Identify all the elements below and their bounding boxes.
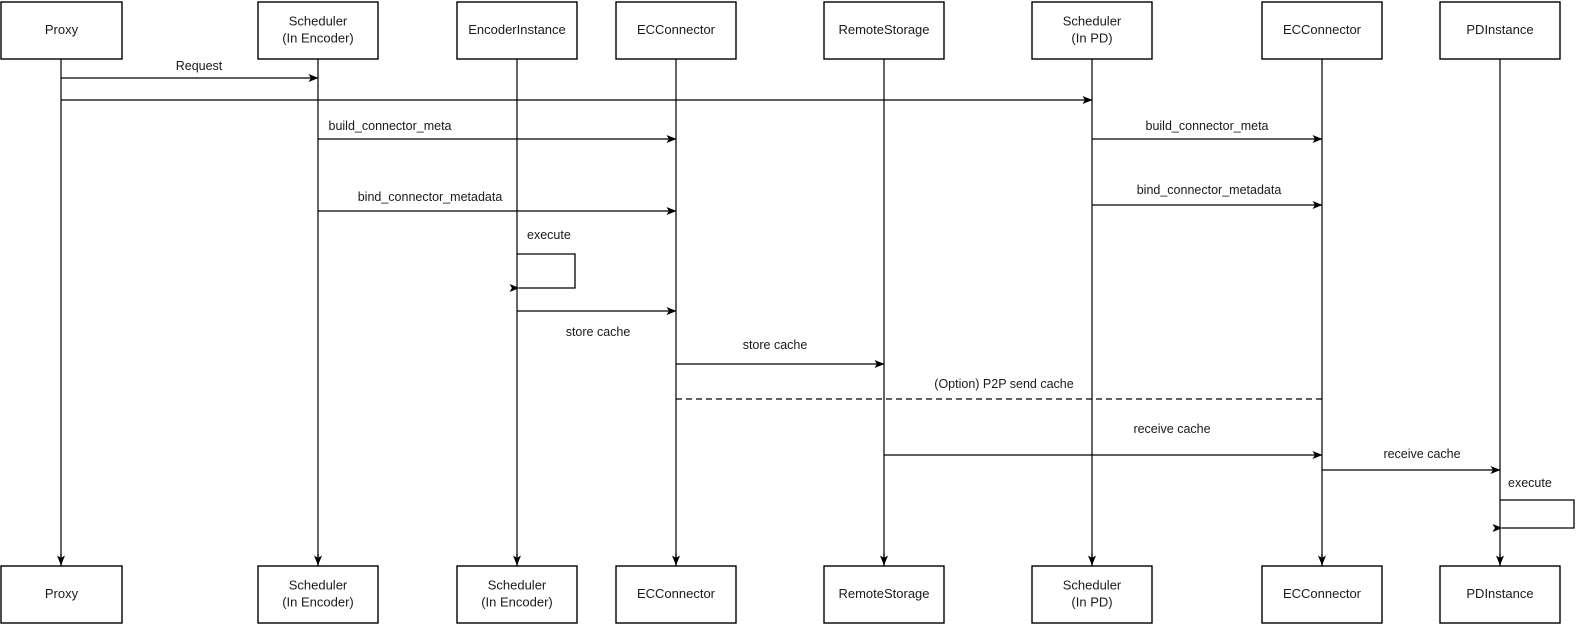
participant-footer-remote-storage-footer-label: RemoteStorage bbox=[838, 586, 929, 601]
participant-remote-storage: RemoteStorage bbox=[823, 1, 945, 60]
participant-scheduler-in-encoder-label: Scheduler bbox=[289, 13, 348, 28]
participant-footer-scheduler-in-encoder-footer-label: (In Encoder) bbox=[282, 594, 354, 609]
participant-ec-connector-right-rect bbox=[1261, 1, 1383, 60]
participant-footer-scheduler-in-encoder-footer-2-label: (In Encoder) bbox=[481, 594, 553, 609]
message-label-p2p-send-cache: (Option) P2P send cache bbox=[934, 377, 1073, 391]
participant-remote-storage-label: RemoteStorage bbox=[838, 22, 929, 37]
message-label-bind-connector-metadata-right: bind_connector_metadata bbox=[1137, 183, 1282, 197]
participant-remote-storage-rect bbox=[823, 1, 945, 60]
self-message-path-execute-encoder-instance bbox=[509, 253, 576, 292]
participant-footer-ec-connector-right-footer: ECConnector bbox=[1261, 565, 1383, 624]
participant-footer-ec-connector-right-footer-rect bbox=[1261, 565, 1383, 624]
message-label-store-cache-ecconnector-to-remotestorage: store cache bbox=[743, 338, 808, 352]
participant-footer-remote-storage-footer-rect bbox=[823, 565, 945, 624]
self-message-label-execute-pd-instance: execute bbox=[1508, 476, 1552, 490]
participant-footer-scheduler-in-pd-footer-label: Scheduler bbox=[1063, 577, 1122, 592]
participant-footer-ec-connector-right-footer-label: ECConnector bbox=[1283, 586, 1362, 601]
participant-ec-connector-left: ECConnector bbox=[615, 1, 737, 60]
participant-footer-scheduler-in-pd-footer-label: (In PD) bbox=[1071, 594, 1112, 609]
participant-footer-scheduler-in-encoder-footer-2: Scheduler (In Encoder) bbox=[456, 565, 578, 624]
self-message-path-execute-pd-instance bbox=[1492, 499, 1575, 532]
footer-boxes-layer: Proxy Scheduler (In Encoder) Scheduler (In E… bbox=[0, 554, 1561, 624]
participant-footer-ec-connector-left-footer-rect bbox=[615, 565, 737, 624]
participant-scheduler-in-pd-label: Scheduler bbox=[1063, 13, 1122, 28]
participant-pd-instance-rect bbox=[1439, 1, 1561, 60]
participant-ec-connector-left-label: ECConnector bbox=[637, 22, 716, 37]
participant-footer-scheduler-in-encoder-footer-2-rect bbox=[456, 565, 578, 624]
participant-footer-scheduler-in-encoder-footer-rect bbox=[257, 565, 379, 624]
participant-scheduler-in-encoder: Scheduler (In Encoder) bbox=[257, 1, 379, 60]
participant-footer-pd-instance-footer: PDInstance bbox=[1439, 565, 1561, 624]
participant-encoder-instance: EncoderInstance bbox=[456, 1, 578, 60]
participant-footer-proxy-footer-label: Proxy bbox=[45, 586, 79, 601]
participant-scheduler-in-encoder-label: (In Encoder) bbox=[282, 30, 354, 45]
participant-footer-remote-storage-footer: RemoteStorage bbox=[823, 565, 945, 624]
participant-encoder-instance-label: EncoderInstance bbox=[468, 22, 566, 37]
message-label-bind-connector-metadata-left: bind_connector_metadata bbox=[358, 190, 503, 204]
participant-footer-scheduler-in-encoder-footer-2-label: Scheduler bbox=[488, 577, 547, 592]
participant-scheduler-in-encoder-rect bbox=[257, 1, 379, 60]
message-label-build-connector-meta-left: build_connector_meta bbox=[329, 119, 452, 133]
participant-footer-scheduler-in-pd-footer-rect bbox=[1031, 565, 1153, 624]
participant-proxy-label: Proxy bbox=[45, 22, 79, 37]
participant-proxy: Proxy bbox=[0, 1, 123, 60]
participant-ec-connector-right: ECConnector bbox=[1261, 1, 1383, 60]
self-messages-layer: execute execute bbox=[509, 228, 1575, 532]
message-label-store-cache-encoder-to-ecconnector: store cache bbox=[566, 325, 631, 339]
participant-encoder-instance-rect bbox=[456, 1, 578, 60]
participant-footer-pd-instance-footer-label: PDInstance bbox=[1466, 586, 1533, 601]
participant-footer-scheduler-in-pd-footer: Scheduler (In PD) bbox=[1031, 565, 1153, 624]
participant-boxes-layer: Proxy Scheduler (In Encoder) EncoderInstanc… bbox=[0, 1, 1561, 60]
participant-footer-pd-instance-footer-rect bbox=[1439, 565, 1561, 624]
participant-footer-proxy-footer: Proxy bbox=[0, 565, 123, 624]
participant-scheduler-in-pd: Scheduler (In PD) bbox=[1031, 1, 1153, 60]
message-label-receive-cache-remotestorage-to-ecconnector: receive cache bbox=[1133, 422, 1210, 436]
message-label-receive-cache-ecconnector-to-pdinstance: receive cache bbox=[1383, 447, 1460, 461]
messages-layer: Request build_connector_meta build_connect… bbox=[61, 59, 1501, 474]
message-label-request: Request bbox=[176, 59, 223, 73]
participant-footer-scheduler-in-encoder-footer: Scheduler (In Encoder) bbox=[257, 565, 379, 624]
participant-ec-connector-right-label: ECConnector bbox=[1283, 22, 1362, 37]
message-label-build-connector-meta-right: build_connector_meta bbox=[1146, 119, 1269, 133]
participant-ec-connector-left-rect bbox=[615, 1, 737, 60]
participant-scheduler-in-pd-rect bbox=[1031, 1, 1153, 60]
participant-footer-ec-connector-left-footer-label: ECConnector bbox=[637, 586, 716, 601]
lifelines-layer bbox=[60, 59, 1501, 566]
participant-proxy-rect bbox=[0, 1, 123, 60]
self-message-label-execute-encoder-instance: execute bbox=[527, 228, 571, 242]
participant-footer-scheduler-in-encoder-footer-label: Scheduler bbox=[289, 577, 348, 592]
participant-footer-ec-connector-left-footer: ECConnector bbox=[615, 565, 737, 624]
participant-footer-proxy-footer-rect bbox=[0, 565, 123, 624]
participant-pd-instance-label: PDInstance bbox=[1466, 22, 1533, 37]
participant-scheduler-in-pd-label: (In PD) bbox=[1071, 30, 1112, 45]
participant-pd-instance: PDInstance bbox=[1439, 1, 1561, 60]
